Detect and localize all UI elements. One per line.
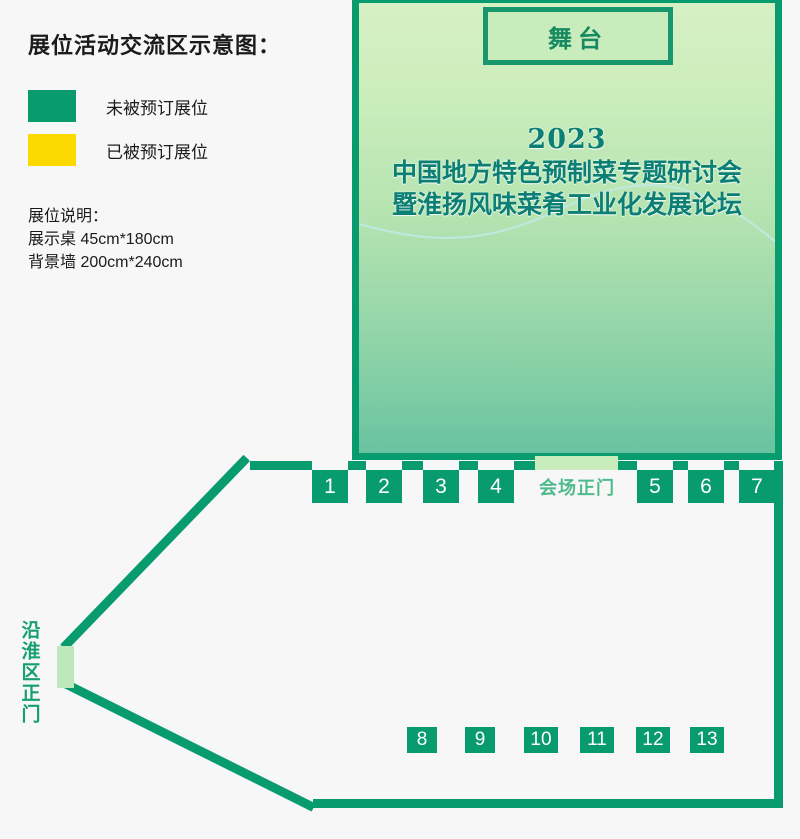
booth-10[interactable]: 10 bbox=[524, 727, 558, 753]
booth-7[interactable]: 7 bbox=[739, 470, 775, 503]
legend-label-booked: 已被预订展位 bbox=[106, 142, 208, 162]
booth-specs-heading: 展位说明： bbox=[28, 208, 109, 225]
wall-gap-6-7 bbox=[724, 461, 739, 470]
main-entrance-door[interactable] bbox=[535, 456, 618, 470]
booth-7-number: 7 bbox=[751, 474, 763, 498]
booth-11[interactable]: 11 bbox=[580, 727, 614, 753]
booth-2[interactable]: 2 bbox=[366, 470, 402, 503]
wall-diagonal-lower-left bbox=[61, 679, 316, 812]
legend-item-available: 未被预订展位 bbox=[28, 90, 208, 122]
wall-gap-1-2 bbox=[348, 461, 366, 470]
booth-12-number: 12 bbox=[642, 729, 664, 750]
legend-label-available: 未被预订展位 bbox=[106, 98, 208, 118]
booth-4-number: 4 bbox=[490, 474, 502, 498]
booth-13-number: 13 bbox=[696, 729, 718, 750]
wall-gap-door-5 bbox=[618, 461, 637, 470]
exhibition-hall: 舞台 2023 中国地方特色预制菜专题研讨会 暨淮扬风味菜肴工业化发展论坛 bbox=[352, 0, 782, 460]
booth-11-number: 11 bbox=[587, 729, 607, 750]
booth-3-number: 3 bbox=[435, 474, 447, 498]
booth-specs-table: 展示桌 45cm*180cm bbox=[28, 231, 174, 249]
booth-5[interactable]: 5 bbox=[637, 470, 673, 503]
decorative-wave bbox=[359, 184, 775, 243]
event-year: 2023 bbox=[527, 124, 607, 155]
wall-bottom bbox=[313, 799, 783, 808]
legend-item-booked: 已被预订展位 bbox=[28, 134, 208, 166]
booth-8[interactable]: 8 bbox=[407, 727, 437, 753]
booth-1-number: 1 bbox=[324, 474, 336, 498]
page-title: 展位活动交流区示意图： bbox=[28, 33, 282, 58]
stage-box: 舞台 bbox=[483, 7, 673, 65]
wall-diagonal-upper-left bbox=[60, 454, 250, 651]
stage-label: 舞台 bbox=[548, 24, 608, 53]
booth-9[interactable]: 9 bbox=[465, 727, 495, 753]
wall-gap-2-3 bbox=[402, 461, 423, 470]
booth-specs-wall: 背景墙 200cm*240cm bbox=[28, 254, 183, 272]
left-entrance-door[interactable] bbox=[57, 646, 74, 688]
wall-top-left bbox=[250, 461, 312, 470]
wall-gap-4-door bbox=[514, 461, 535, 470]
wall-gap-3-4 bbox=[459, 461, 478, 470]
booth-9-number: 9 bbox=[474, 729, 486, 750]
main-entrance-label: 会场正门 bbox=[539, 478, 615, 499]
legend-swatch-available bbox=[28, 90, 76, 122]
left-entrance-label: 沿淮区正门 bbox=[18, 619, 41, 725]
event-title-line-2: 暨淮扬风味菜肴工业化发展论坛 bbox=[391, 189, 742, 219]
booth-1[interactable]: 1 bbox=[312, 470, 348, 503]
booth-8-number: 8 bbox=[416, 729, 428, 750]
booth-12[interactable]: 12 bbox=[636, 727, 670, 753]
booth-10-number: 10 bbox=[530, 729, 552, 750]
booth-6-number: 6 bbox=[700, 474, 712, 498]
event-title-line-1: 中国地方特色预制菜专题研讨会 bbox=[391, 157, 742, 187]
booth-specs: 展位说明： 展示桌 45cm*180cm 背景墙 200cm*240cm bbox=[28, 205, 183, 275]
booth-4[interactable]: 4 bbox=[478, 470, 514, 503]
booth-13[interactable]: 13 bbox=[690, 727, 724, 753]
event-title-block: 2023 中国地方特色预制菜专题研讨会 暨淮扬风味菜肴工业化发展论坛 bbox=[359, 123, 775, 221]
wall-right bbox=[774, 461, 783, 808]
booth-2-number: 2 bbox=[378, 474, 390, 498]
booth-6[interactable]: 6 bbox=[688, 470, 724, 503]
wall-gap-5-6 bbox=[673, 461, 688, 470]
booth-5-number: 5 bbox=[649, 474, 661, 498]
legend-swatch-booked bbox=[28, 134, 76, 166]
booth-3[interactable]: 3 bbox=[423, 470, 459, 503]
